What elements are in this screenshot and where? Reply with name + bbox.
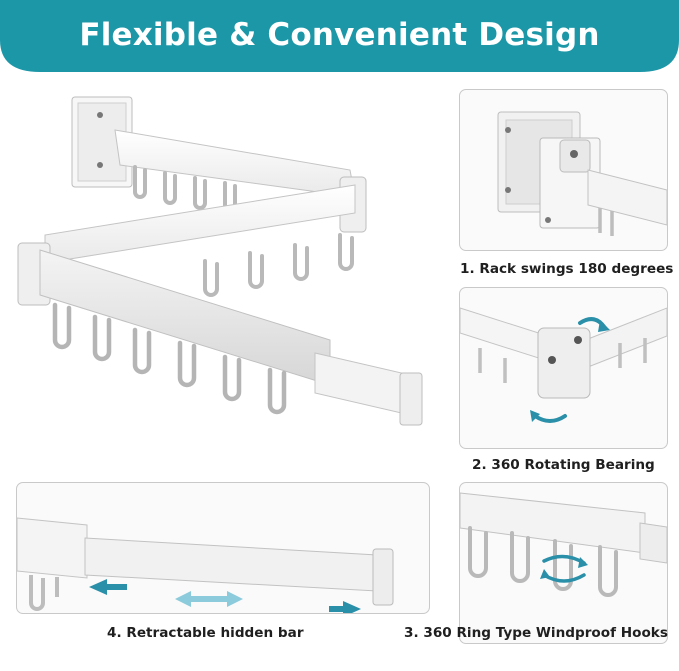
hook-rotate-icon <box>540 554 588 583</box>
feature-caption-retractable: 4. Retractable hidden bar <box>107 625 304 641</box>
banner-title: Flexible & Convenient Design <box>79 17 600 53</box>
extend-arrows-icon <box>89 579 361 613</box>
rotating-bearing-illustration <box>460 307 667 423</box>
banner-shape <box>0 0 679 72</box>
feature-panel-swing <box>459 89 668 251</box>
feature-caption-hooks: 3. 360 Ring Type Windproof Hooks <box>404 625 668 641</box>
swing-bracket-illustration <box>497 111 667 236</box>
header-banner: Flexible & Convenient Design <box>0 0 679 72</box>
feature-caption-bearing: 2. 360 Rotating Bearing <box>472 457 655 473</box>
feature-panel-retractable <box>16 482 430 614</box>
feature-panel-hooks <box>459 482 668 644</box>
retractable-bar-illustration <box>17 517 394 613</box>
main-rack-illustration <box>17 96 423 426</box>
feature-panel-bearing <box>459 287 668 449</box>
rotate-arrows-icon <box>530 317 610 423</box>
windproof-hooks-illustration <box>460 492 667 597</box>
feature-caption-swing: 1. Rack swings 180 degrees <box>460 261 674 277</box>
